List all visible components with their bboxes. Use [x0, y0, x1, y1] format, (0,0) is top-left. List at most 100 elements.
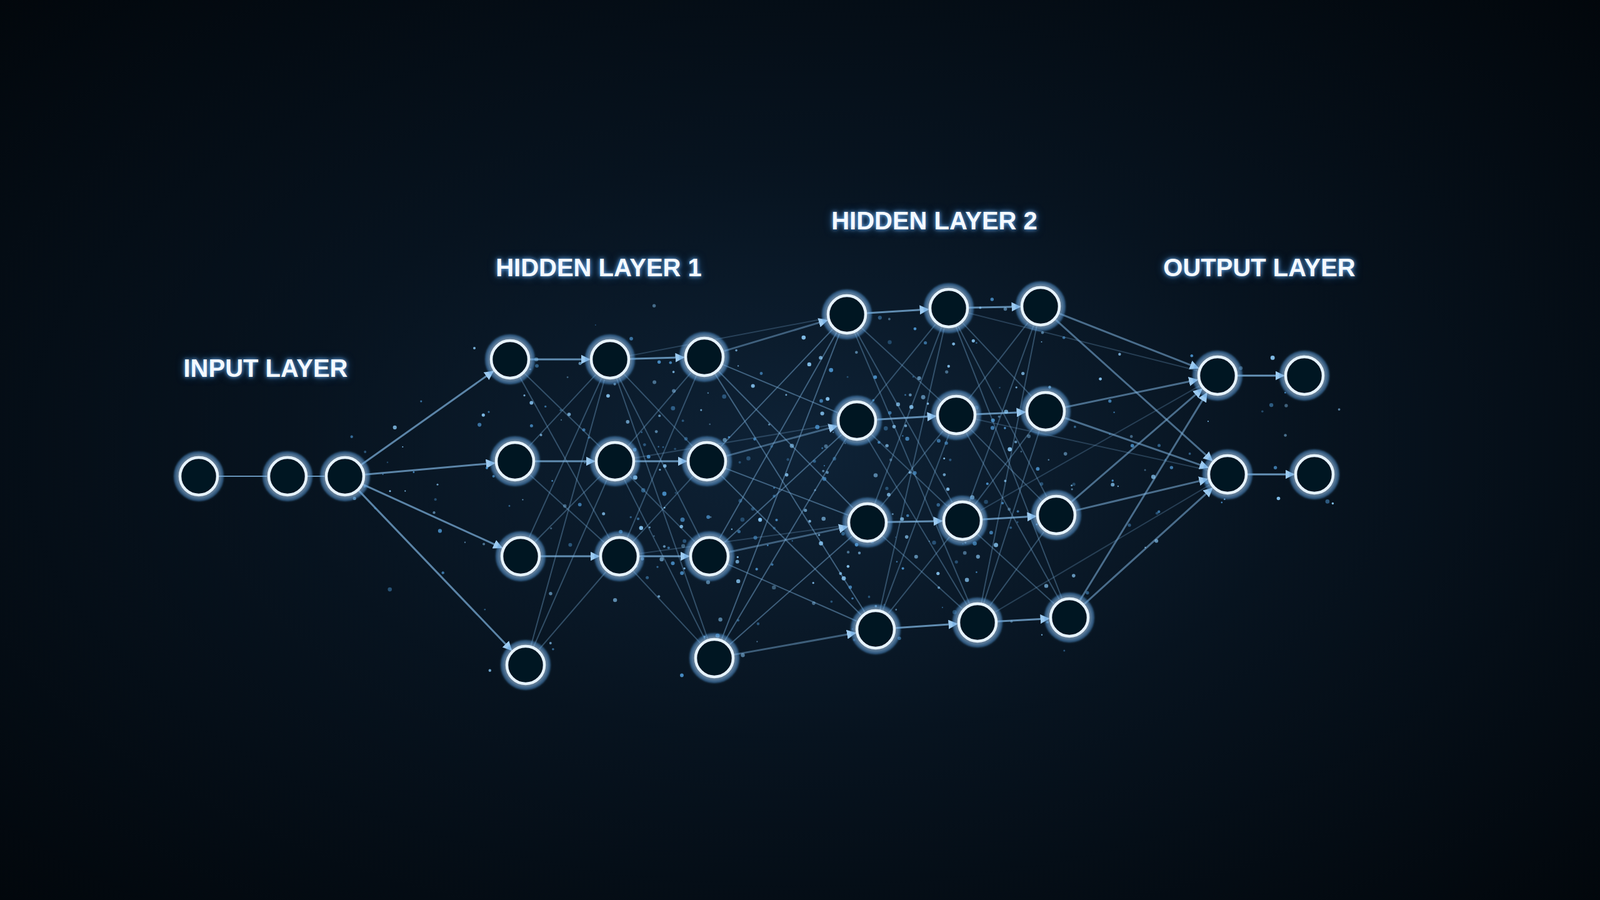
particle-dot	[389, 490, 392, 492]
particle-dots	[348, 297, 1340, 682]
particle-dot	[887, 340, 892, 344]
neuron-glow	[1281, 353, 1327, 399]
particle-dot	[1007, 446, 1012, 452]
particle-dot	[1118, 353, 1121, 356]
particle-dot	[1283, 433, 1287, 437]
neuron-circle	[688, 442, 726, 480]
particle-dot	[921, 395, 926, 400]
particle-dot	[993, 543, 999, 548]
connection-line	[721, 475, 862, 615]
particle-dot	[551, 648, 555, 651]
connection-line	[880, 328, 945, 610]
neuron-glow	[955, 600, 1000, 645]
particle-dot	[822, 476, 827, 481]
particle-dot	[1020, 450, 1023, 453]
particle-dot	[1276, 496, 1281, 501]
particle-dot	[1048, 458, 1050, 461]
connection-line	[724, 434, 842, 543]
particle-dot	[943, 473, 947, 477]
neuron-glow	[1018, 283, 1064, 329]
particle-dot	[873, 375, 877, 379]
neuron-circle	[268, 457, 307, 495]
neuron-circle	[496, 442, 534, 480]
particle-dot	[943, 457, 945, 460]
particle-dot	[895, 536, 897, 539]
particle-dot	[567, 412, 572, 417]
neuron-glow	[940, 498, 985, 544]
particle-dot	[975, 571, 978, 574]
particle-dot	[550, 527, 552, 530]
connection-line	[976, 411, 1025, 414]
particle-dot	[832, 431, 834, 434]
particle-dot	[736, 556, 739, 559]
particle-dot	[913, 327, 917, 331]
particle-dot	[1063, 650, 1065, 652]
particle-dot	[488, 669, 492, 672]
particle-dot	[707, 391, 710, 394]
connection-line	[639, 555, 689, 558]
connection-line	[725, 468, 849, 515]
particle-dot	[832, 456, 837, 461]
particle-dot	[1270, 355, 1275, 360]
particle-dot	[1127, 523, 1131, 527]
particle-dot	[659, 557, 664, 562]
neuron-glow	[265, 453, 310, 499]
particle-dot	[976, 555, 980, 559]
particle-dot	[643, 443, 647, 447]
particle-dot	[753, 437, 757, 441]
particle-dot	[578, 502, 582, 507]
particle-dot	[877, 440, 881, 444]
particle-dot	[671, 389, 676, 394]
connection-line	[887, 521, 942, 523]
particle-dot	[656, 565, 659, 568]
neuron-circle	[1021, 287, 1060, 325]
neuron-circle	[180, 457, 218, 495]
particle-dot	[548, 591, 552, 595]
particle-dot	[737, 530, 741, 534]
neuron-glow	[1291, 451, 1337, 497]
particle-dot	[790, 443, 795, 449]
particle-dot	[1009, 526, 1012, 529]
particle-dot	[908, 393, 912, 397]
neuron-glow	[503, 642, 549, 688]
particle-dot	[710, 516, 712, 519]
particle-dot	[481, 413, 485, 417]
particle-dot	[1071, 573, 1076, 578]
particle-dot	[508, 505, 511, 507]
particle-dot	[630, 516, 632, 519]
particle-dot	[1117, 485, 1119, 487]
particle-dot	[1072, 482, 1076, 486]
particle-dot	[883, 603, 886, 606]
particle-dot	[760, 371, 764, 375]
particle-dot	[848, 585, 852, 589]
connection-line	[531, 379, 605, 646]
neuron-circle	[1037, 496, 1075, 534]
particle-dot	[684, 436, 689, 441]
particle-dot	[663, 545, 666, 548]
particle-dot	[818, 533, 821, 537]
neuron-circle	[856, 610, 895, 649]
particle-dot	[374, 507, 377, 510]
neuron-glow	[681, 334, 727, 380]
particle-dot	[1144, 546, 1146, 549]
particle-dot	[613, 598, 617, 602]
connection-line	[721, 333, 840, 640]
particle-dot	[540, 433, 543, 437]
particle-dot	[751, 507, 755, 512]
particle-dot	[606, 393, 610, 398]
particle-dot	[1151, 475, 1156, 480]
particle-dot	[998, 415, 1001, 419]
connection-line	[982, 516, 1036, 520]
particle-dot	[1016, 510, 1020, 513]
particle-dot	[900, 517, 904, 522]
connection-line	[888, 536, 950, 614]
particle-dot	[420, 400, 422, 403]
particle-dot	[393, 425, 397, 430]
particle-dot	[1144, 468, 1147, 471]
particle-dot	[756, 622, 760, 626]
particle-dot	[917, 376, 922, 380]
particle-dot	[1010, 620, 1013, 623]
particle-dot	[751, 384, 755, 389]
particle-dot	[991, 418, 995, 422]
particle-dot	[653, 535, 655, 537]
